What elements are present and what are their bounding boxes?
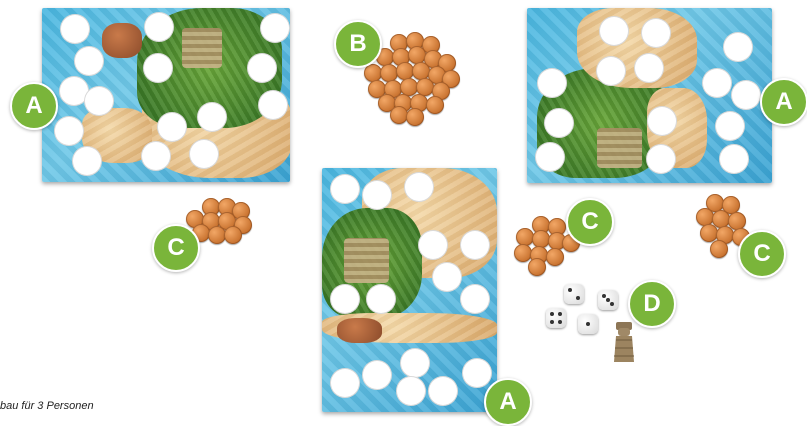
badge-c-left: C [152, 224, 200, 272]
setup-caption: bau für 3 Personen [0, 400, 94, 412]
badge-a-center: A [484, 378, 532, 426]
die-1 [564, 284, 584, 304]
die-3 [546, 308, 566, 328]
die-4 [578, 314, 598, 334]
die-2 [598, 290, 618, 310]
badge-d: D [628, 280, 676, 328]
game-board-left [42, 8, 290, 182]
badge-a-left: A [10, 82, 58, 130]
game-board-center [322, 168, 497, 412]
badge-b: B [334, 20, 382, 68]
pawn-figure [612, 322, 636, 366]
badge-c-right: C [738, 230, 786, 278]
game-board-right [527, 8, 772, 183]
badge-c-middle: C [566, 198, 614, 246]
badge-a-right: A [760, 78, 807, 126]
